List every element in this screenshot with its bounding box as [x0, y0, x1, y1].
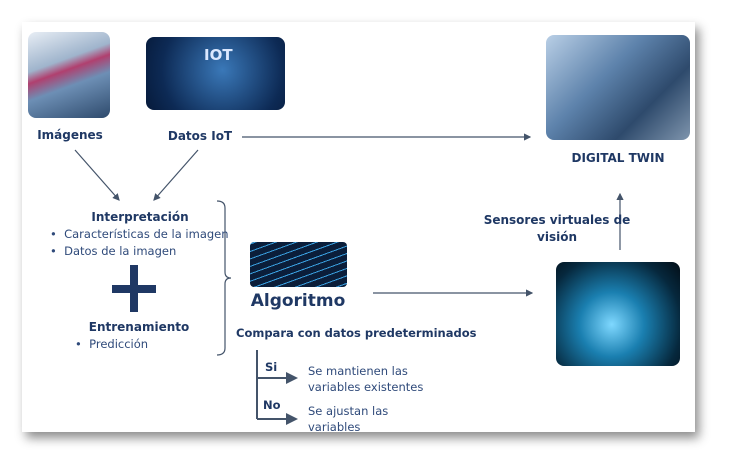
- handshake-image: [556, 262, 680, 366]
- yes-label: Si: [265, 360, 278, 374]
- digital-twin-label: DIGITAL TWIN: [571, 151, 665, 165]
- iot-image-text: IOT: [204, 46, 233, 64]
- compare-text: Compara con datos predeterminados: [236, 326, 477, 340]
- bullet-item: • Predicción: [75, 337, 149, 351]
- iot-image: IOT: [146, 37, 285, 110]
- camera-image: [28, 32, 110, 118]
- images-arrow: [74, 149, 120, 201]
- no-label: No: [263, 398, 281, 412]
- interpretation-title: Interpretación: [91, 210, 189, 224]
- code-image: [250, 242, 347, 287]
- bullet-item: • Características de la imagen: [50, 227, 229, 241]
- yes-text-2: variables existentes: [308, 380, 424, 394]
- iot-label: Datos IoT: [167, 129, 233, 143]
- no-text-1: Se ajustan las: [308, 404, 389, 418]
- digital-twin-image: [546, 35, 690, 140]
- yes-text-1: Se mantienen las: [308, 364, 408, 378]
- training-title: Entrenamiento: [88, 320, 190, 334]
- bullet-item: • Datos de la imagen: [50, 244, 177, 258]
- sensors-label-2: visión: [537, 230, 577, 244]
- algorithm-label: Algoritmo: [250, 291, 346, 311]
- images-label: Imágenes: [37, 128, 103, 142]
- plus-icon: [112, 265, 156, 312]
- brace: [216, 200, 232, 356]
- iot-arrow: [153, 149, 199, 201]
- no-text-2: variables: [308, 420, 361, 432]
- sensors-label-1: Sensores virtuales de: [483, 213, 631, 227]
